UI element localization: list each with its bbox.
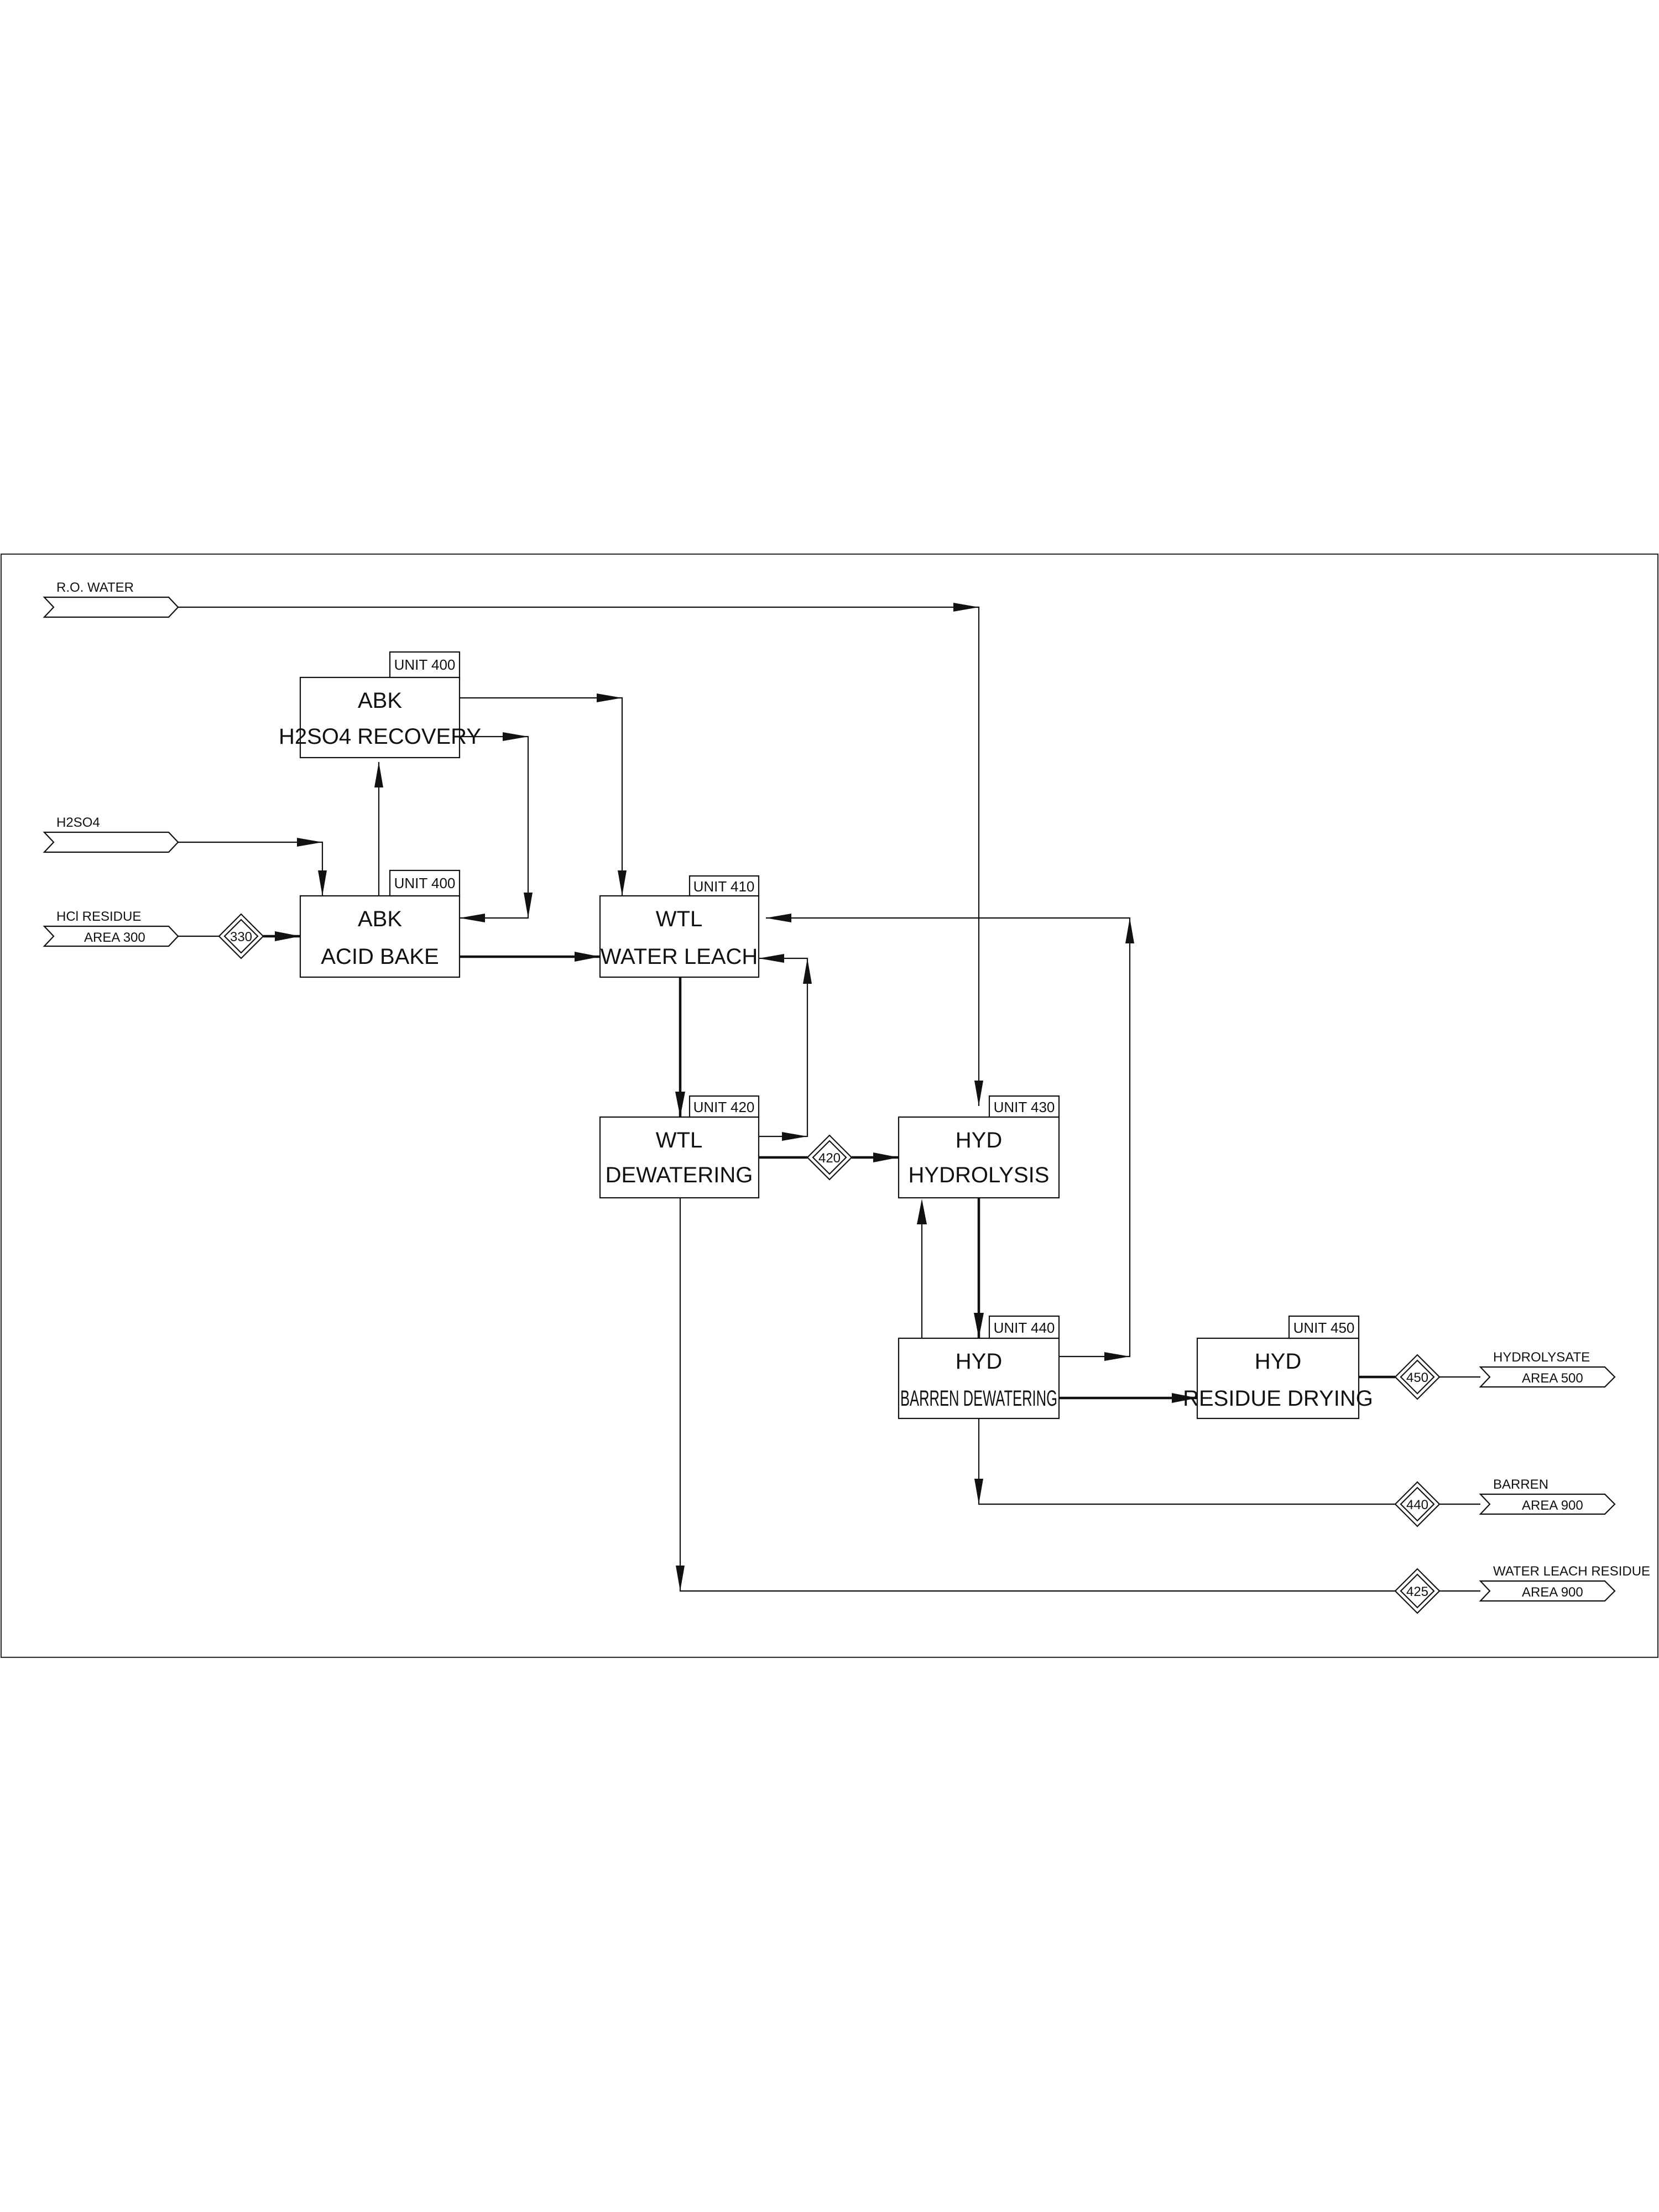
- unit-tag-box: [389, 869, 461, 897]
- unit-code: HYD: [1255, 1349, 1301, 1374]
- unit-wtl-dewatering[interactable]: UNIT 420 WTL DEWATERING: [599, 1095, 760, 1199]
- unit-name: RESIDUE DRYING: [1183, 1386, 1373, 1411]
- arrow-barren-to-leach: [766, 914, 791, 922]
- output-label: WATER LEACH RESIDUE: [1493, 1564, 1650, 1579]
- unit-tag-box: [688, 875, 760, 897]
- input-h2so4[interactable]: H2SO4: [43, 815, 179, 853]
- arrow-420-to-hydrolysis: [873, 1152, 899, 1162]
- line-barren-to-440: [978, 1418, 1395, 1505]
- arrow-barren-recycle-up: [917, 1199, 927, 1224]
- input-hcl-residue[interactable]: HCl RESIDUE AREA 300: [43, 909, 179, 947]
- drawing-border: [0, 553, 1659, 1658]
- arrow-dewatering-recycle-up: [803, 958, 812, 984]
- arrow-barren-to-leach-up: [1125, 918, 1134, 943]
- output-label: HYDROLYSATE: [1493, 1350, 1590, 1365]
- unit-code: HYD: [956, 1349, 1002, 1374]
- arrow-bake-to-recovery: [374, 762, 383, 787]
- stream-number: 425: [1406, 1584, 1428, 1599]
- unit-abk-acid-bake[interactable]: UNIT 400 ABK ACID BAKE: [299, 869, 461, 978]
- arrow-hydrolysis-to-barren: [974, 1313, 984, 1338]
- unit-tag-box: [688, 1095, 760, 1118]
- stream-number: 330: [230, 930, 252, 945]
- unit-tag-box: [389, 651, 461, 679]
- unit-hyd-residue-drying[interactable]: UNIT 450 HYD RESIDUE DRYING: [1183, 1315, 1373, 1420]
- input-area: AREA 300: [84, 930, 145, 945]
- arrow-leach-to-dewatering: [675, 1092, 685, 1117]
- input-label: R.O. WATER: [56, 580, 134, 595]
- unit-tag-label: UNIT 400: [394, 656, 456, 673]
- unit-tag-label: UNIT 430: [994, 1099, 1055, 1115]
- line-ro-water: [178, 606, 980, 1106]
- arrow-recycle-right: [503, 732, 528, 741]
- unit-tag-label: UNIT 440: [994, 1319, 1055, 1336]
- arrow-recovery-right: [597, 693, 622, 702]
- output-area: AREA 500: [1522, 1371, 1583, 1386]
- stream-420[interactable]: 420: [806, 1134, 853, 1181]
- arrow-dewatering-recycle-to-leach: [759, 954, 784, 963]
- unit-tag-box: [988, 1315, 1060, 1339]
- arrow-barren-to-drying: [1172, 1393, 1197, 1403]
- arrow-barren-to-440-down: [974, 1479, 983, 1504]
- stream-number: 450: [1406, 1370, 1428, 1385]
- unit-code: HYD: [956, 1128, 1002, 1152]
- arrow-bake-to-leach: [575, 952, 600, 962]
- arrow-330-to-bake: [275, 931, 300, 941]
- arrow-ro-water-down: [974, 1081, 983, 1106]
- output-barren[interactable]: BARREN AREA 900: [1479, 1477, 1616, 1515]
- input-label: H2SO4: [56, 815, 100, 830]
- unit-wtl-water-leach[interactable]: UNIT 410 WTL WATER LEACH: [599, 875, 760, 978]
- arrow-h2so4-down: [318, 870, 327, 896]
- stream-450[interactable]: 450: [1394, 1354, 1441, 1400]
- unit-hyd-barren-dewatering[interactable]: UNIT 440 HYD BARREN DEWATERING: [898, 1315, 1060, 1420]
- arrow-recycle-to-bake: [460, 914, 485, 922]
- arrowheads: [275, 603, 1197, 1591]
- unit-tag-box: [988, 1095, 1060, 1118]
- output-area: AREA 900: [1522, 1585, 1583, 1600]
- output-label: BARREN: [1493, 1477, 1548, 1492]
- unit-name: H2SO4 RECOVERY: [279, 724, 481, 749]
- stream-330[interactable]: 330: [218, 913, 264, 959]
- stream-number: 420: [818, 1151, 841, 1166]
- unit-name: ACID BAKE: [321, 945, 439, 969]
- line-h2so4: [178, 841, 324, 896]
- unit-name: DEWATERING: [606, 1163, 753, 1187]
- arrow-dewatering-to-425-down: [676, 1566, 685, 1591]
- arrow-dewatering-recycle-right: [782, 1132, 807, 1141]
- stream-425[interactable]: 425: [1394, 1568, 1441, 1614]
- unit-name: WATER LEACH: [601, 945, 758, 969]
- output-area: AREA 900: [1522, 1498, 1583, 1513]
- arrow-barren-right: [1104, 1352, 1130, 1361]
- unit-tag-label: UNIT 420: [693, 1099, 755, 1115]
- arrow-ro-water: [953, 603, 979, 612]
- line-dewatering-recycle: [759, 957, 808, 1138]
- arrow-recycle-down: [524, 893, 533, 918]
- input-label: HCl RESIDUE: [56, 909, 141, 924]
- unit-tag-label: UNIT 410: [693, 878, 755, 895]
- unit-tag-box: [1288, 1315, 1360, 1339]
- unit-tag-label: UNIT 450: [1293, 1319, 1355, 1336]
- stream-number: 440: [1406, 1498, 1428, 1512]
- unit-hyd-hydrolysis[interactable]: UNIT 430 HYD HYDROLYSIS: [898, 1095, 1060, 1199]
- unit-code: ABK: [358, 688, 402, 713]
- stream-440[interactable]: 440: [1394, 1481, 1441, 1527]
- unit-tag-label: UNIT 400: [394, 875, 456, 891]
- line-barren-to-leach: [766, 917, 1131, 1358]
- arrow-recovery-down: [618, 870, 627, 896]
- line-recovery-to-leach: [460, 697, 623, 896]
- unit-code: WTL: [656, 1128, 702, 1152]
- unit-abk-h2so4-recovery[interactable]: UNIT 400 ABK H2SO4 RECOVERY: [279, 651, 481, 759]
- line-recovery-recycle: [460, 735, 529, 919]
- unit-code: WTL: [656, 907, 702, 931]
- arrow-h2so4-right: [297, 838, 322, 847]
- unit-code: ABK: [358, 907, 402, 931]
- output-water-leach-residue[interactable]: WATER LEACH RESIDUE AREA 900: [1479, 1564, 1650, 1602]
- output-hydrolysate[interactable]: HYDROLYSATE AREA 500: [1479, 1350, 1616, 1388]
- input-ro-water[interactable]: R.O. WATER: [43, 580, 179, 618]
- unit-name: BARREN DEWATERING: [900, 1386, 1057, 1411]
- unit-name: HYDROLYSIS: [909, 1163, 1050, 1187]
